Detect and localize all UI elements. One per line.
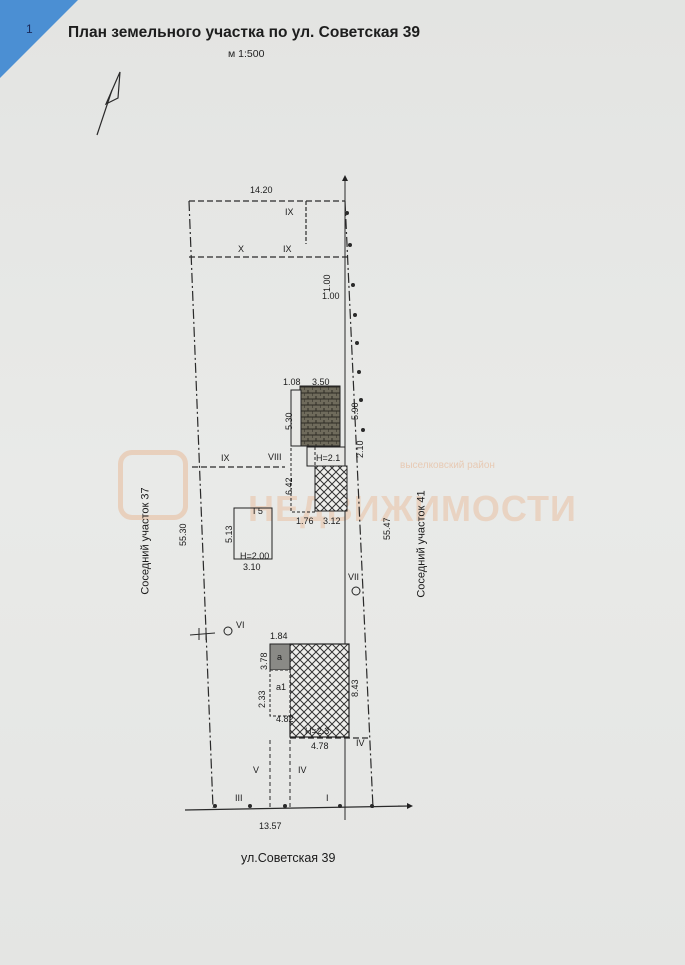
dim-1-08: 1.08 [283, 377, 301, 387]
fence-mark-v: V [253, 765, 259, 775]
dim-1-76: 1.76 [296, 516, 314, 526]
fence-mark-ix-a: IX [285, 207, 294, 217]
fence-mark-i: I [326, 793, 329, 803]
dim-2-33: 2.33 [257, 690, 267, 708]
dim-top-width: 14.20 [250, 185, 273, 195]
height-shed: H=2.1 [316, 453, 340, 463]
scale-label: м 1:500 [228, 48, 265, 60]
dim-bottom-width: 13.57 [259, 821, 282, 831]
dim-3-50: 3.50 [312, 377, 330, 387]
fence-mark-iii: III [235, 793, 243, 803]
fence-mark-iv: IV [298, 765, 307, 775]
page-title: План земельного участка по ул. Советская… [68, 24, 421, 41]
house-main [269, 643, 350, 738]
dim-right-length: 55.47 [382, 517, 392, 540]
dim-4-78: 4.78 [311, 741, 329, 751]
street-label: ул.Советская 39 [241, 851, 336, 865]
fence-mark-ix-b: IX [283, 244, 292, 254]
outbuilding-main [290, 385, 348, 513]
dim-2-10: 2.10 [355, 440, 365, 458]
gate-marks [189, 628, 291, 808]
fence-mark-x: X [238, 244, 244, 254]
dim-4-82: 4.82 [276, 714, 294, 724]
height-house: H=2.3 [305, 726, 329, 736]
north-arrow-icon [96, 71, 121, 136]
letter-g5: Г5 [253, 506, 263, 516]
dim-8-43: 8.43 [350, 679, 360, 697]
dim-6-42: 6.42 [284, 477, 294, 495]
fence-mark-iv-b: IV [356, 738, 365, 748]
height-box: H=2.00 [240, 551, 269, 561]
dim-3-12: 3.12 [323, 516, 341, 526]
well-icon [223, 626, 233, 636]
letter-a: а [277, 652, 282, 662]
fence-mark-ix-c: IX [221, 453, 230, 463]
fence-mark-vi: VI [236, 620, 245, 630]
dim-5-30: 5.30 [284, 412, 294, 430]
dim-1-00-a: 1.00 [322, 274, 332, 292]
dim-3-78: 3.78 [259, 652, 269, 670]
dim-3-10: 3.10 [243, 562, 261, 572]
dim-5-90: 5.90 [350, 402, 360, 420]
dim-1-84: 1.84 [270, 631, 288, 641]
letter-a1: а1 [276, 682, 286, 692]
garage-g5 [233, 507, 273, 560]
well-icon [351, 586, 361, 596]
corner-tab [0, 0, 78, 78]
dim-left-length: 55.30 [178, 523, 188, 546]
page-number: 1 [26, 22, 33, 36]
fence-mark-viii: VIII [268, 452, 282, 462]
right-neighbor-label: Соседний участок 41 [415, 490, 428, 598]
dim-1-00-b: 1.00 [322, 291, 340, 301]
dim-5-13: 5.13 [224, 525, 234, 543]
fence-dots [213, 211, 374, 808]
fence-mark-vii: VII [348, 572, 359, 582]
left-neighbor-label: Соседний участок 37 [139, 487, 152, 595]
